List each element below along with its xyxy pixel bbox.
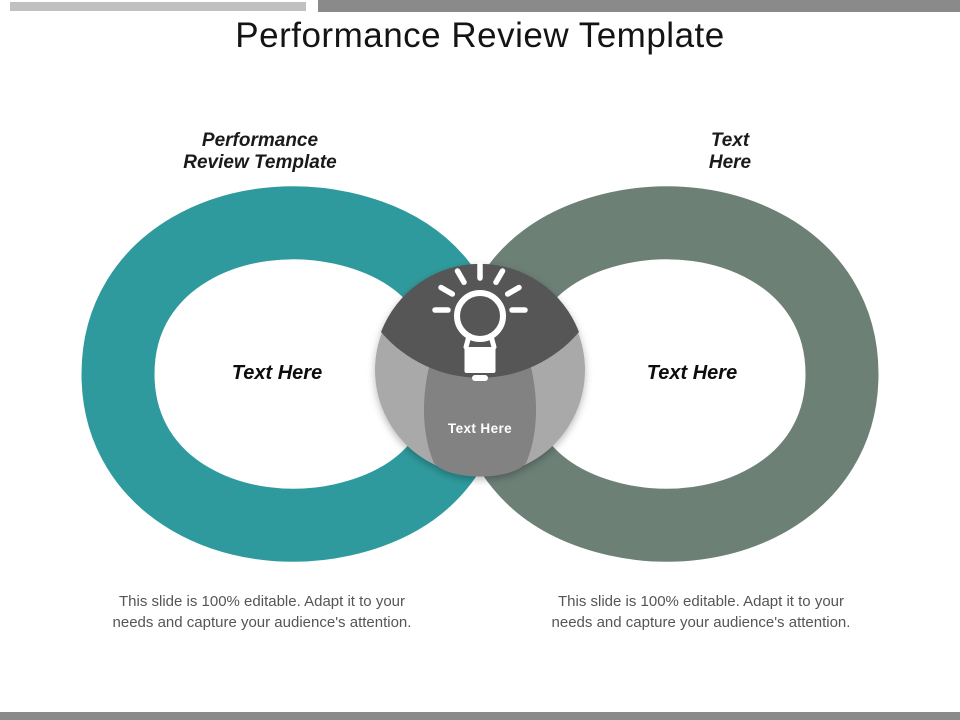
right-infinity-loop: [451, 186, 879, 562]
right-section-heading: Text Here: [650, 130, 810, 174]
left-caption: This slide is 100% editable. Adapt it to…: [112, 593, 412, 631]
left-heading-line1: Performance: [201, 130, 319, 151]
right-caption: This slide is 100% editable. Adapt it to…: [551, 593, 851, 631]
left-heading-line2: Review Template: [183, 152, 337, 173]
header-accent-bar-right: [318, 0, 960, 12]
center-barrel: [423, 356, 537, 477]
footer-bar: [0, 712, 960, 720]
header-accent-bar-left: [10, 2, 306, 11]
right-heading-line2: Here: [708, 152, 752, 173]
right-loop-label: Text Here: [646, 362, 738, 384]
center-label: Text Here: [447, 421, 513, 436]
left-infinity-loop: [81, 186, 509, 562]
lightbulb-icon: [432, 262, 528, 381]
center-lens: [381, 263, 579, 378]
left-section-heading: Performance Review Template: [128, 130, 392, 174]
right-heading-line1: Text: [710, 130, 750, 151]
page-title: Performance Review Template: [235, 16, 725, 55]
left-loop-label: Text Here: [231, 362, 323, 384]
